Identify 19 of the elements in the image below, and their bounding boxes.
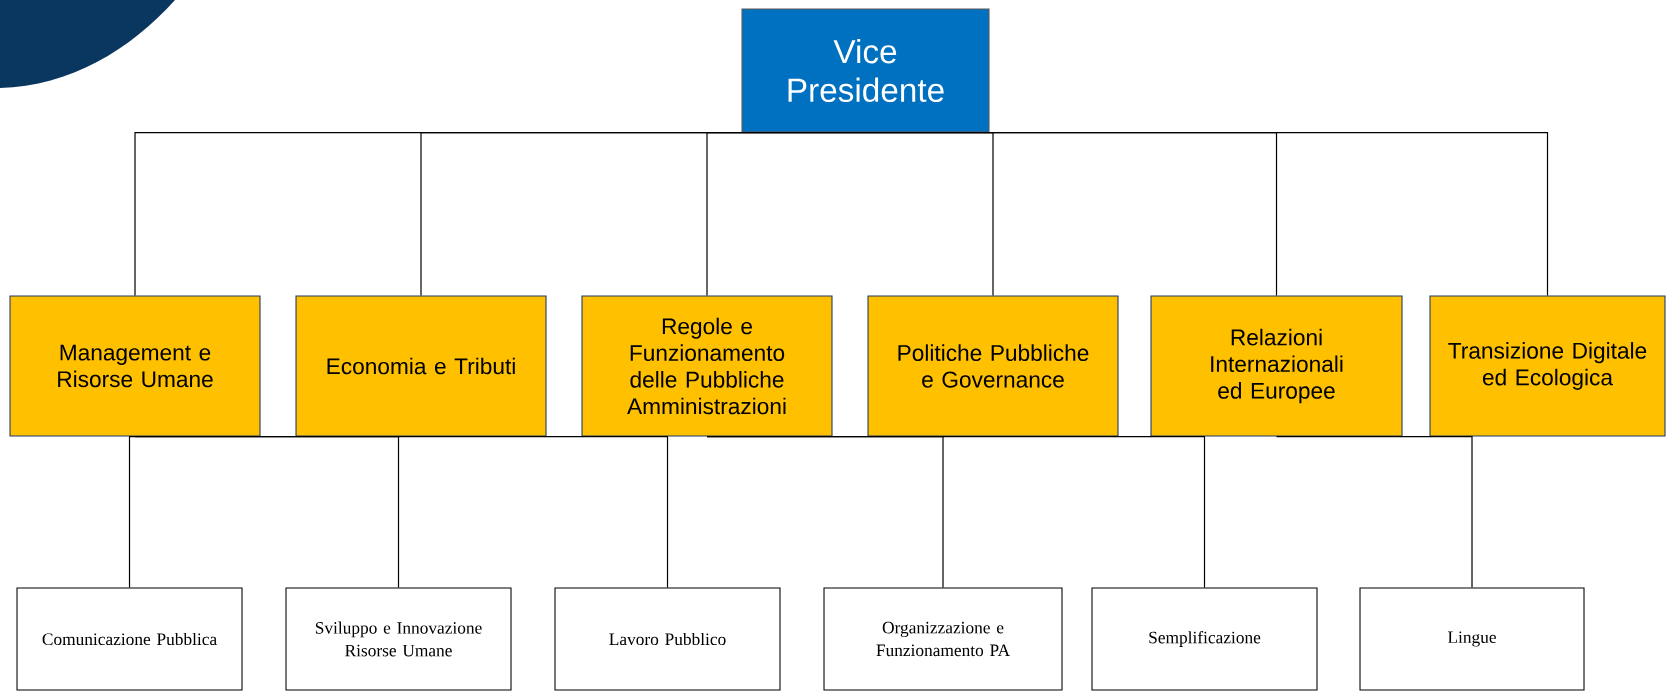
office-box: Sviluppo e Innovazione Risorse Umane	[285, 587, 512, 691]
department-box: Regole e Funzionamento delle Pubbliche Amministrazioni	[581, 295, 833, 437]
head-box: Vice Presidente	[741, 8, 990, 133]
department-box: Management e Risorse Umane	[9, 295, 261, 437]
office-box: Semplificazione	[1091, 587, 1318, 691]
office-box: Comunicazione Pubblica	[16, 587, 243, 691]
connector-line	[706, 131, 867, 297]
office-box: Organizzazione e Funzionamento PA	[823, 587, 1063, 691]
connector-line	[864, 131, 1549, 297]
connector-line	[134, 435, 669, 589]
department-box: Transizione Digitale ed Ecologica	[1429, 295, 1666, 437]
department-box: Economia e Tributi	[295, 295, 547, 437]
connector-line	[1275, 435, 1473, 589]
office-box: Lavoro Pubblico	[554, 587, 781, 691]
department-box: Relazioni Internazionali ed Europee	[1150, 295, 1403, 437]
department-box: Politiche Pubbliche e Governance	[867, 295, 1119, 437]
connector-line	[706, 435, 1206, 589]
connector-line	[128, 435, 136, 589]
office-box: Lingue	[1359, 587, 1585, 691]
